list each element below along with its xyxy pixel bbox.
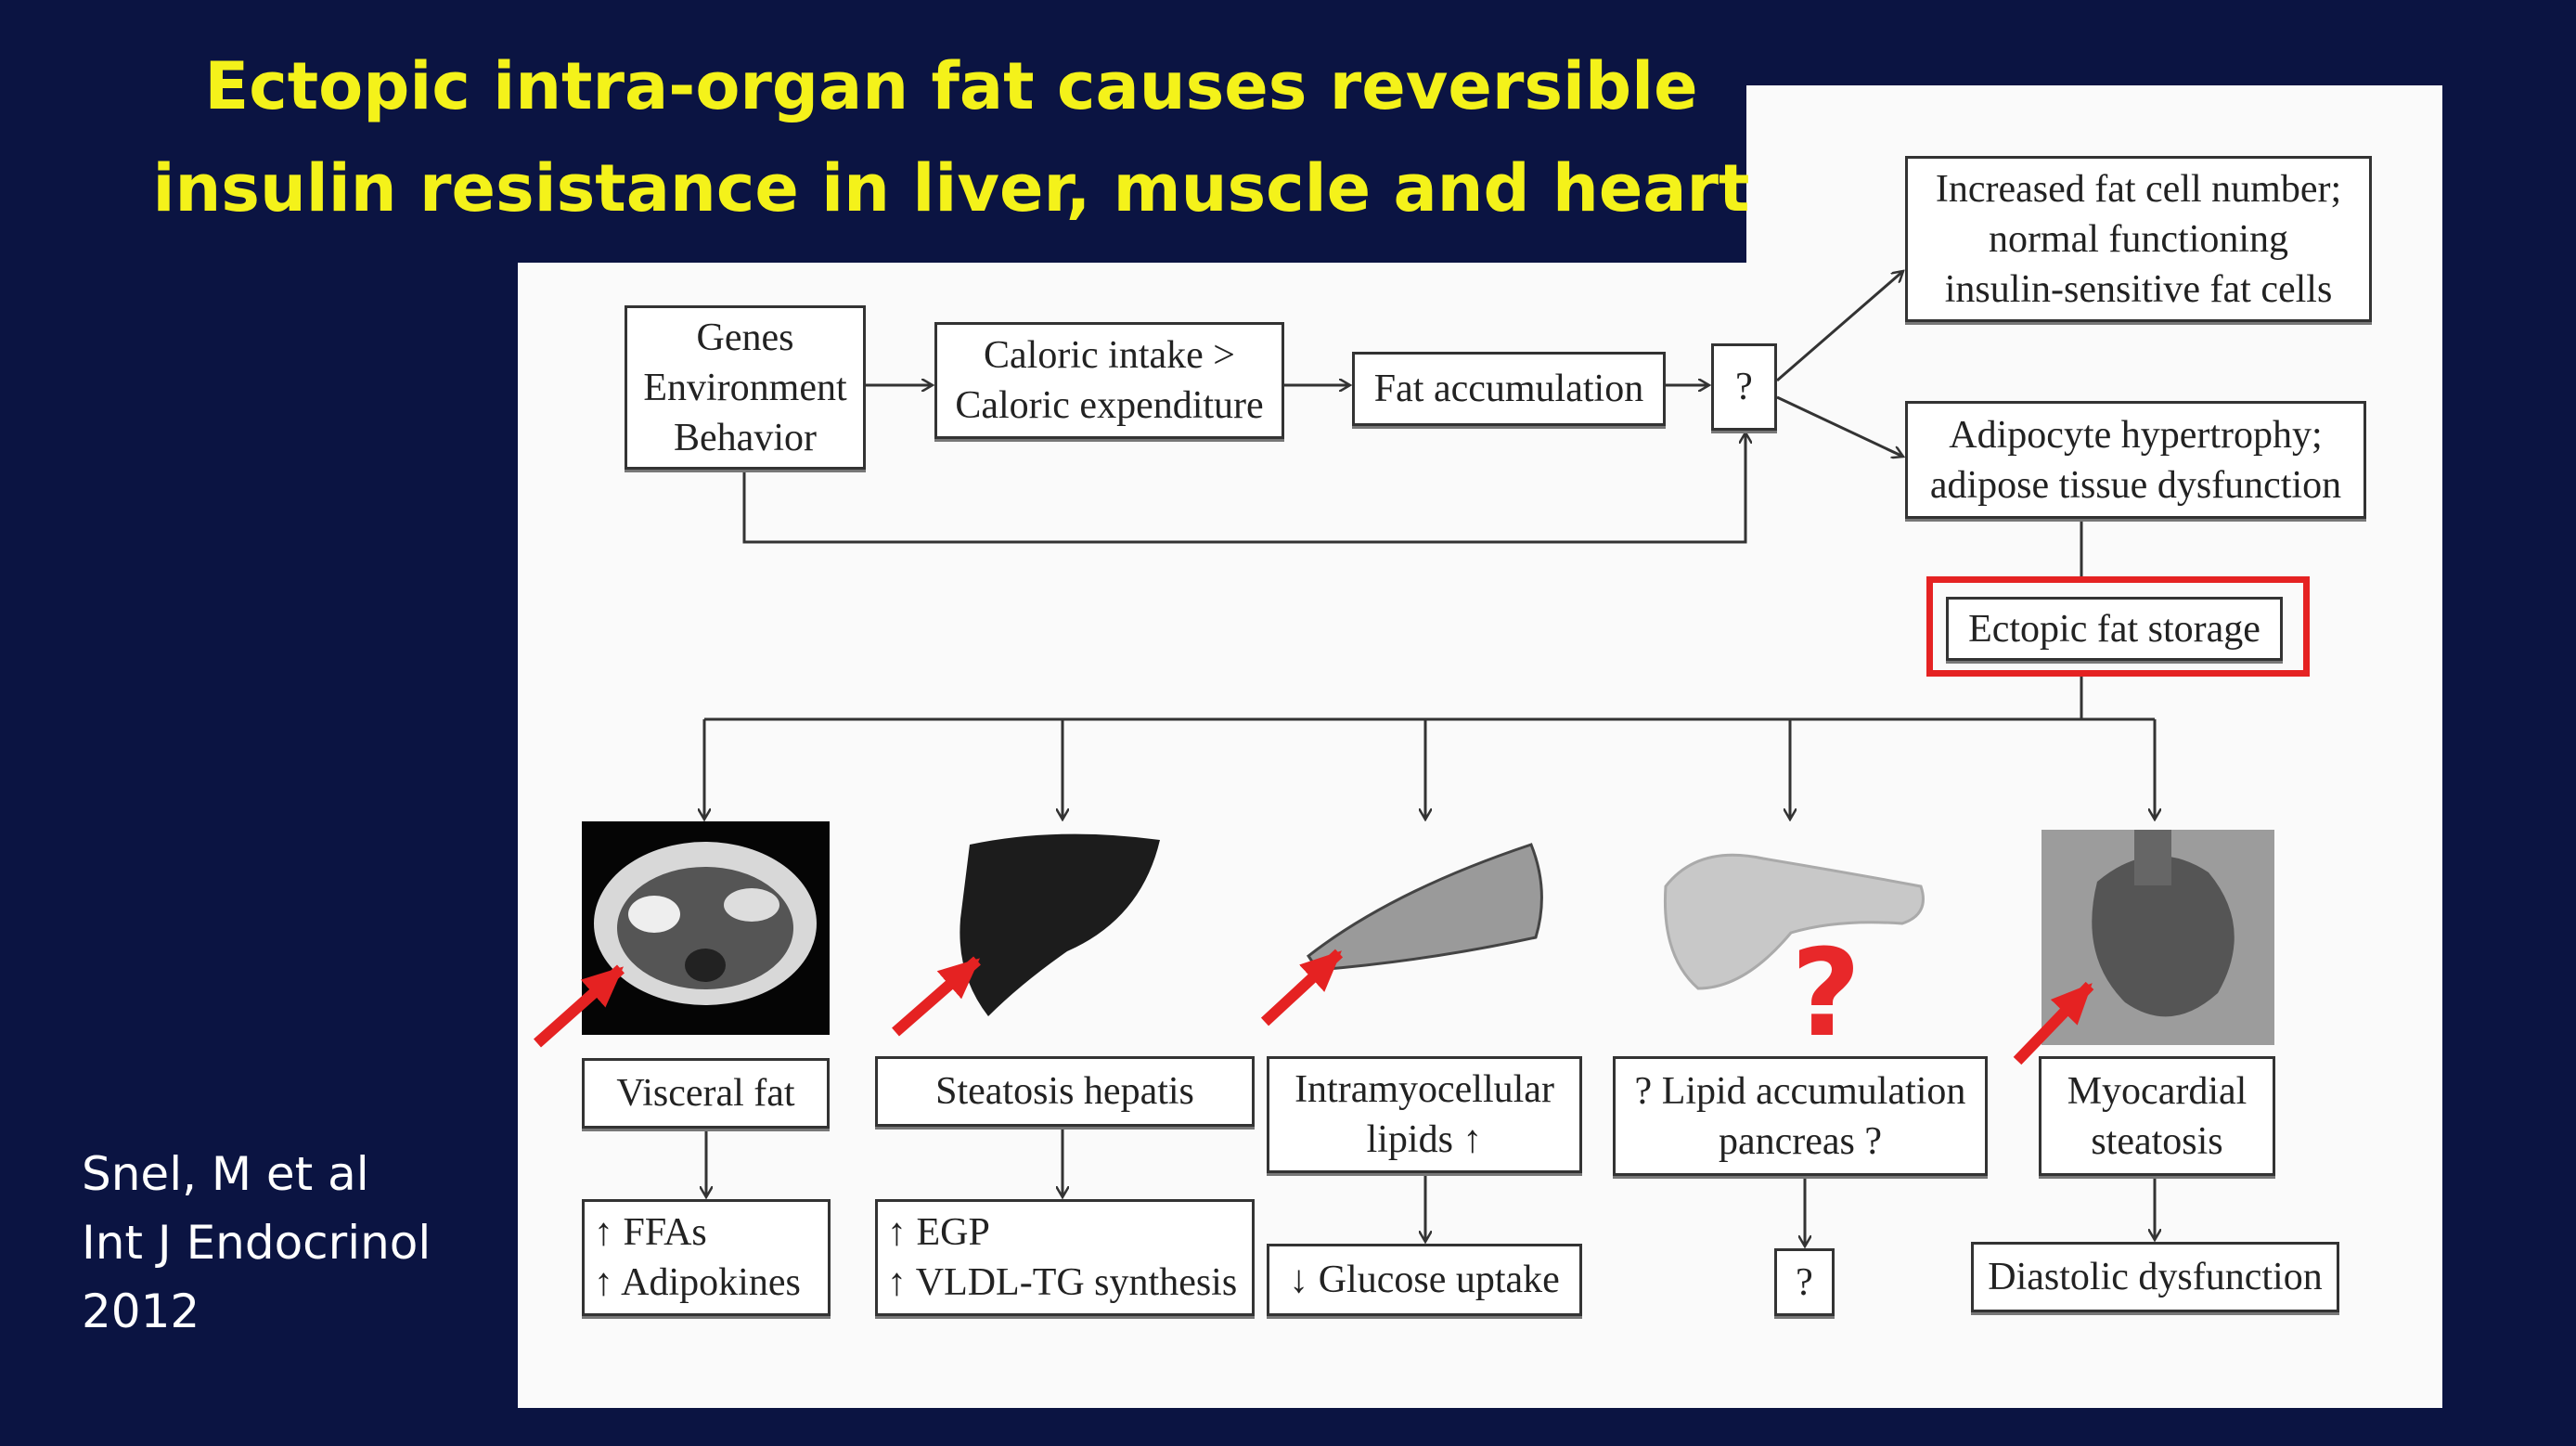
citation: Snel, M et al Int J Endocrinol 2012 (82, 1140, 431, 1346)
ffas-box: ↑ FFAs ↑ Adipokines (582, 1199, 831, 1316)
box-text: ? (1735, 366, 1753, 408)
muscle-image (1306, 843, 1543, 972)
glucose-uptake-box: ↓ Glucose uptake (1267, 1244, 1582, 1316)
pancreas-image (1663, 853, 1925, 990)
box-text: Myocardial (2067, 1069, 2248, 1113)
box-text: ? (1796, 1260, 1813, 1304)
visceral-fat-mri-image (582, 821, 830, 1035)
box-text: pancreas ? (1718, 1119, 1883, 1163)
title-line-1: Ectopic intra-organ fat causes reversibl… (204, 48, 1698, 124)
box-text: lipids ↑ (1366, 1118, 1483, 1161)
heart-image (2041, 830, 2274, 1045)
pancreas-question-mark: ? (1791, 923, 1861, 1064)
steatosis-hepatis-box: Steatosis hepatis (875, 1056, 1255, 1127)
box-text: adipose tissue dysfunction (1929, 463, 2342, 507)
ectopic-highlight-frame (1926, 576, 2310, 677)
unknown-box: ? (1711, 343, 1777, 431)
box-text: Caloric intake > (984, 334, 1235, 377)
box-text: Intramyocellular (1294, 1068, 1554, 1111)
citation-year: 2012 (82, 1285, 200, 1338)
increased-fat-cell-box: Increased fat cell number; normal functi… (1905, 156, 2372, 322)
genes-box: Genes Environment Behavior (625, 305, 866, 470)
egp-box: ↑ EGP ↑ VLDL-TG synthesis (875, 1199, 1255, 1316)
box-text: Genes (696, 316, 794, 359)
slide-title: Ectopic intra-organ fat causes reversibl… (139, 35, 1763, 239)
caloric-box: Caloric intake > Caloric expenditure (934, 322, 1284, 439)
citation-authors: Snel, M et al (82, 1147, 369, 1201)
liver-image (960, 833, 1160, 1016)
box-text: ↑ EGP (887, 1211, 990, 1254)
box-text: Behavior (674, 416, 817, 459)
box-text: steatosis (2091, 1119, 2223, 1163)
box-text: Ectopic fat storage (1968, 607, 2260, 651)
box-text: Environment (643, 366, 847, 409)
box-text: Fat accumulation (1373, 368, 1644, 410)
box-text: Adipocyte hypertrophy; (1949, 413, 2323, 457)
red-arrows (534, 949, 2094, 1065)
box-text: Diastolic dysfunction (1988, 1256, 2323, 1298)
pancreas-unknown-box: ? (1774, 1248, 1835, 1316)
visceral-fat-box: Visceral fat (582, 1058, 830, 1129)
fat-accumulation-box: Fat accumulation (1352, 352, 1666, 426)
box-text: ↑ FFAs (594, 1211, 707, 1254)
intramyocellular-box: Intramyocellular lipids ↑ (1267, 1056, 1582, 1173)
pancreas-lipid-box: ? Lipid accumulation pancreas ? (1613, 1056, 1988, 1176)
ectopic-fat-storage-box: Ectopic fat storage (1946, 597, 2283, 661)
box-text: ↓ Glucose uptake (1289, 1259, 1560, 1301)
box-text: Caloric expenditure (955, 384, 1264, 427)
red-arrow-visceral (534, 964, 625, 1048)
citation-journal: Int J Endocrinol (82, 1216, 431, 1270)
box-text: normal functioning (1988, 217, 2289, 261)
red-arrow-muscle (1260, 949, 1344, 1026)
box-text: ↑ VLDL-TG synthesis (887, 1261, 1238, 1304)
box-text: insulin-sensitive fat cells (1944, 267, 2333, 311)
box-text: Steatosis hepatis (935, 1070, 1194, 1113)
diastolic-dysfunction-box: Diastolic dysfunction (1971, 1242, 2339, 1312)
adipocyte-box: Adipocyte hypertrophy; adipose tissue dy… (1905, 401, 2366, 519)
box-text: Visceral fat (616, 1072, 795, 1115)
myocardial-steatosis-box: Myocardial steatosis (2039, 1056, 2275, 1176)
box-text: ? Lipid accumulation (1634, 1069, 1966, 1113)
title-line-2: insulin resistance in liver, muscle and … (152, 150, 1750, 226)
box-text: ↑ Adipokines (594, 1261, 801, 1304)
red-arrow-heart (2013, 981, 2094, 1065)
red-arrow-liver (892, 956, 981, 1037)
box-text: Increased fat cell number; (1935, 167, 2342, 211)
